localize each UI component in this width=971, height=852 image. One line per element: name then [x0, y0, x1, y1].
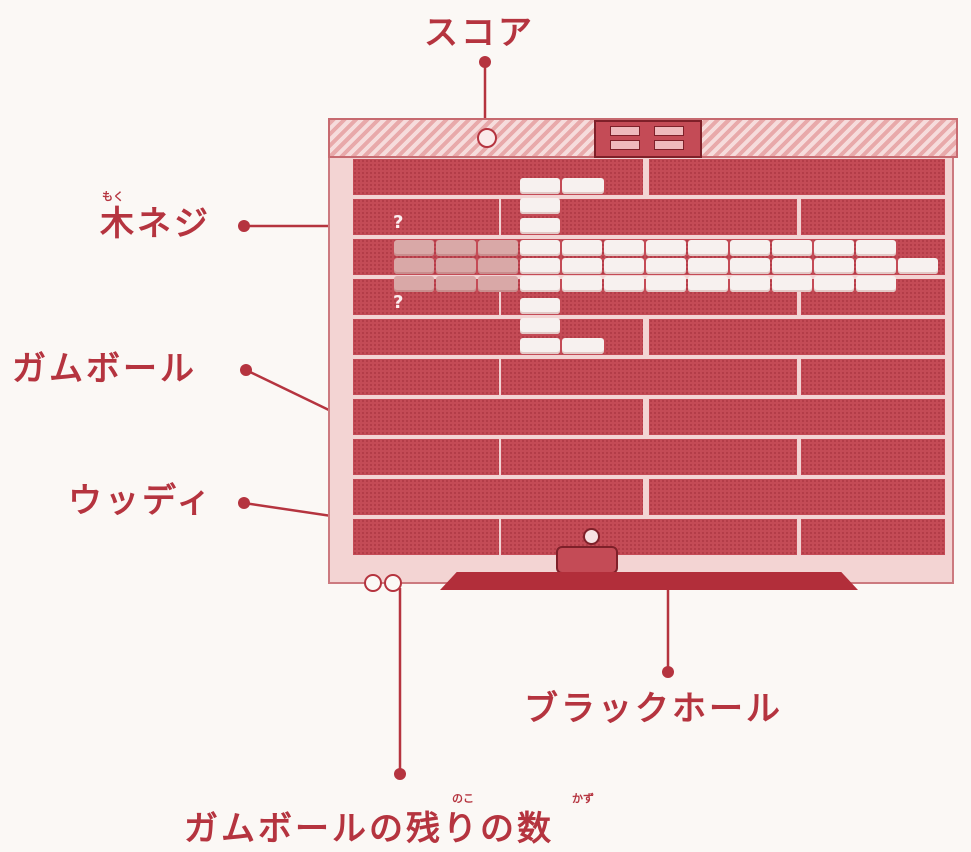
woody-paddle: [556, 546, 618, 574]
remaining-dot: [394, 768, 406, 780]
screw-dot: [238, 220, 250, 232]
brick: [562, 240, 602, 256]
brick: [520, 298, 560, 314]
brick: [688, 258, 728, 274]
screw-label: 木ネジ: [100, 204, 211, 244]
brick: [562, 178, 604, 194]
brick: [730, 276, 770, 292]
score-indicator: [477, 128, 497, 148]
brick: [730, 258, 770, 274]
plank-panel: [648, 478, 946, 516]
brick: [562, 276, 602, 292]
brick: [520, 198, 560, 214]
brick: [772, 240, 812, 256]
brick: [520, 338, 560, 354]
gate-cell: [654, 140, 684, 150]
plank-panel: [800, 438, 946, 476]
gate-cell: [610, 140, 640, 150]
plank-panel: [800, 198, 946, 236]
plank-panel: [800, 358, 946, 396]
plank-panel: [500, 438, 798, 476]
remaining-ruby-1: のこ: [452, 792, 474, 805]
top-gate: [594, 120, 702, 158]
brick: [604, 276, 644, 292]
brick: [394, 258, 434, 274]
brick: [814, 276, 854, 292]
brick: [394, 240, 434, 256]
plank-panel: [352, 438, 500, 476]
brick: [394, 276, 434, 292]
screw-question-mark: ?: [393, 212, 404, 233]
brick: [772, 276, 812, 292]
plank-panel: [648, 158, 946, 196]
plank-panel: [500, 518, 798, 556]
brick: [814, 258, 854, 274]
woody-dot: [238, 497, 250, 509]
remaining-ball-icon: [384, 574, 402, 592]
score-label: スコア: [424, 13, 535, 53]
plank-panel: [800, 518, 946, 556]
brick: [436, 240, 476, 256]
remaining-label: ガムボールの残りの数: [184, 809, 554, 849]
gumball-dot: [240, 364, 252, 376]
brick: [562, 258, 602, 274]
brick: [520, 218, 560, 234]
screw-ruby: もく: [102, 190, 124, 203]
brick: [646, 258, 686, 274]
brick: [436, 258, 476, 274]
brick: [478, 240, 518, 256]
gumball: [583, 528, 600, 545]
screw-question-mark: ?: [393, 292, 404, 313]
brick: [688, 276, 728, 292]
gumball-label: ガムボール: [12, 349, 197, 389]
brick: [436, 276, 476, 292]
plank-panel: [352, 478, 644, 516]
plank-panel: [352, 518, 500, 556]
plank-panel: [352, 358, 500, 396]
plank-panel: [500, 358, 798, 396]
black-hole-label: ブラックホール: [524, 689, 783, 729]
brick: [478, 276, 518, 292]
brick: [520, 318, 560, 334]
brick: [730, 240, 770, 256]
gate-cell: [610, 126, 640, 136]
brick: [688, 240, 728, 256]
remaining-ruby-2: かず: [572, 792, 594, 805]
plank-panel: [352, 398, 644, 436]
brick: [478, 258, 518, 274]
brick: [520, 276, 560, 292]
brick: [814, 240, 854, 256]
brick: [520, 178, 560, 194]
brick: [856, 258, 896, 274]
plank-panel: [648, 318, 946, 356]
black-hole: [440, 572, 858, 590]
brick: [856, 240, 896, 256]
brick: [898, 258, 938, 274]
brick: [604, 240, 644, 256]
plank-panel: [648, 398, 946, 436]
brick: [856, 276, 896, 292]
plank-panel: [352, 198, 500, 236]
brick: [520, 258, 560, 274]
remaining-ball-icon: [364, 574, 382, 592]
brick: [562, 338, 604, 354]
score-dot: [479, 56, 491, 68]
brick: [646, 240, 686, 256]
brick: [646, 276, 686, 292]
brick: [520, 240, 560, 256]
black-hole-dot: [662, 666, 674, 678]
brick: [604, 258, 644, 274]
gate-cell: [654, 126, 684, 136]
brick: [772, 258, 812, 274]
woody-label: ウッディ: [68, 481, 214, 521]
